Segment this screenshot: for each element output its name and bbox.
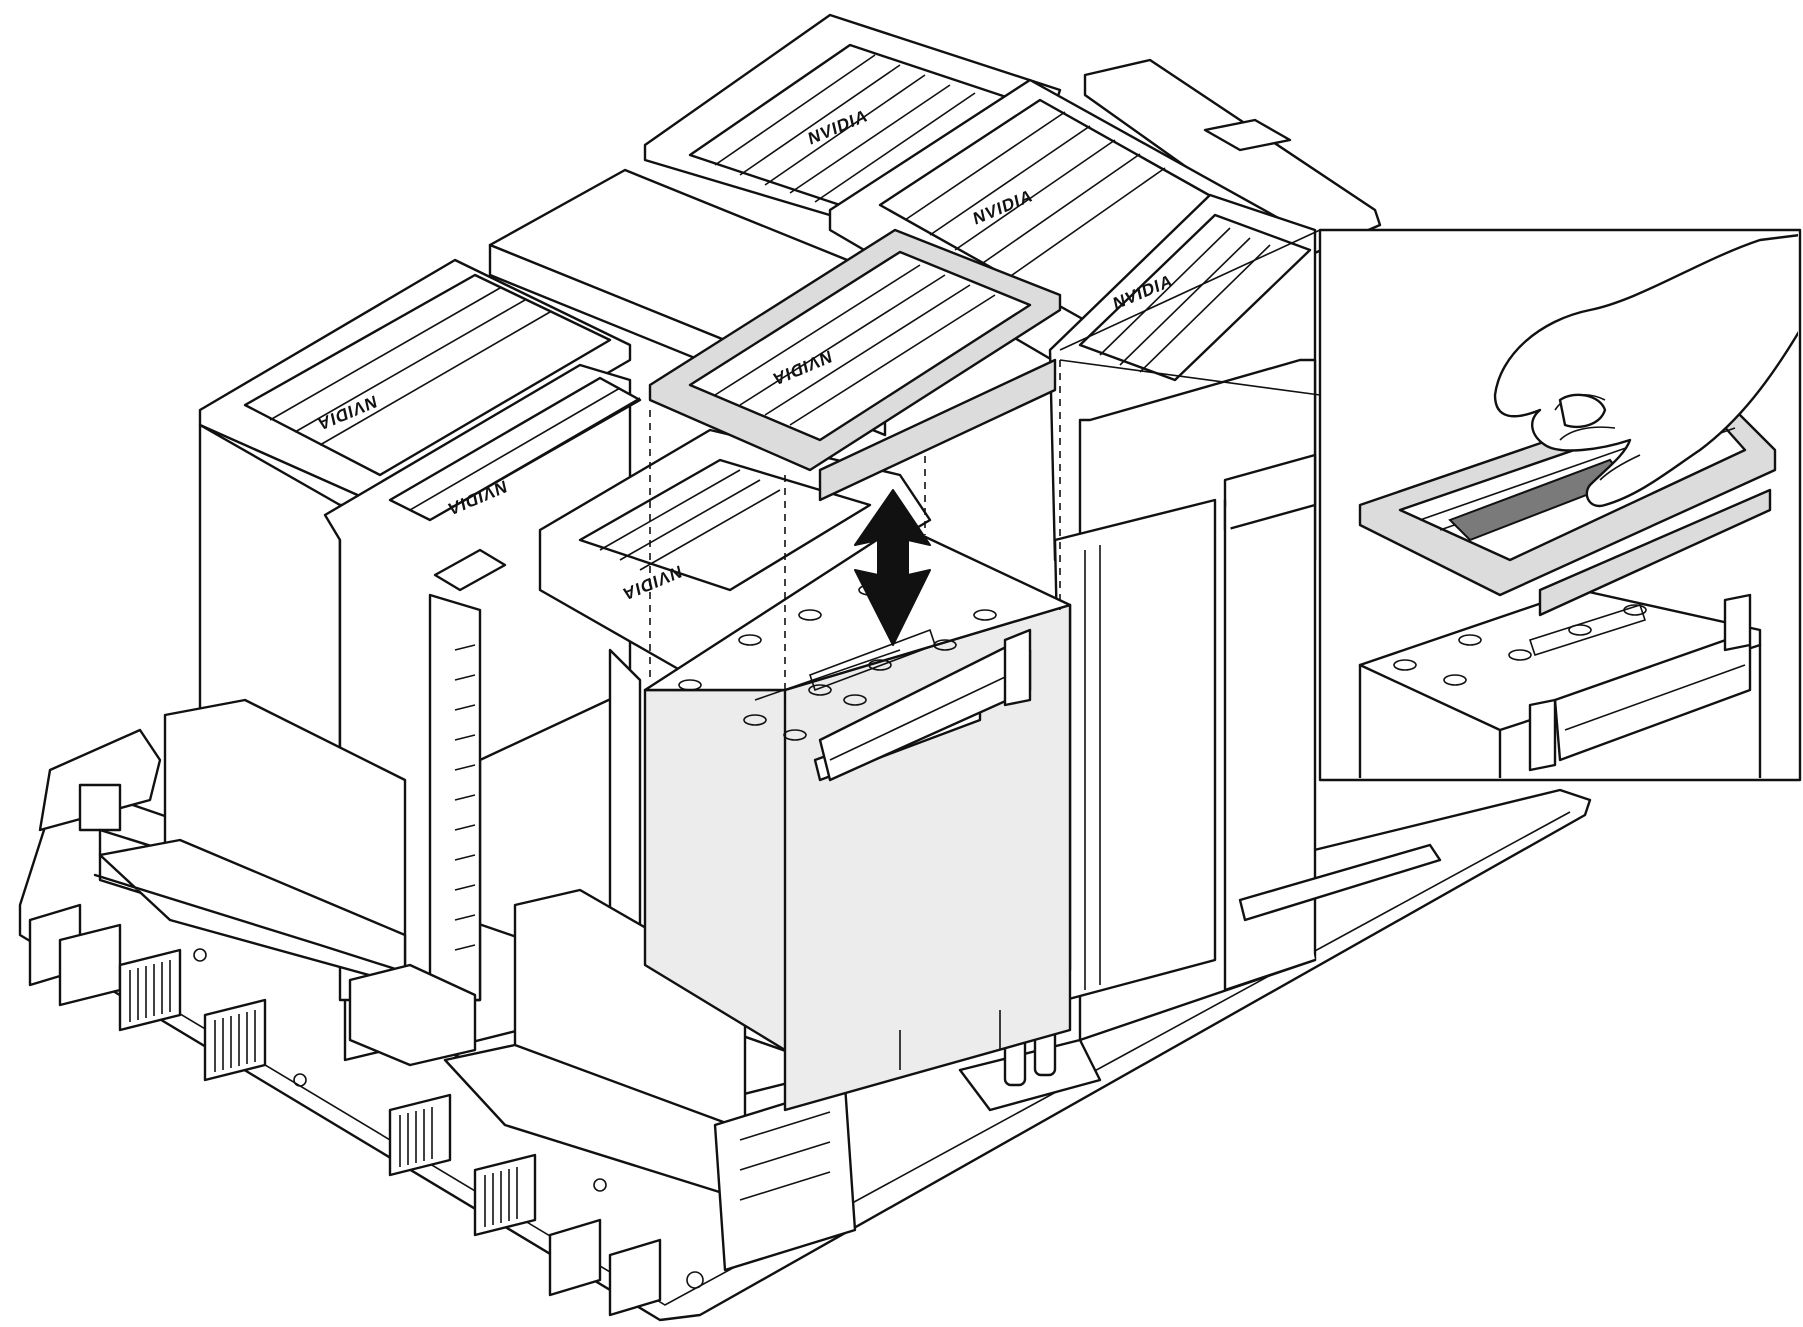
gpu-heatsink-back-top: NVIDIA bbox=[643, 13, 1062, 232]
hand-icon bbox=[1493, 234, 1798, 508]
gpu-heatsink-right-front bbox=[1053, 358, 1442, 1042]
gpu-cover-lifted: NVIDIA bbox=[648, 228, 1062, 502]
detail-inset bbox=[1318, 228, 1802, 782]
callout-leader-lines bbox=[1059, 229, 1321, 396]
double-arrow-icon bbox=[854, 489, 931, 646]
vrm-heatsink-left bbox=[93, 698, 477, 1067]
